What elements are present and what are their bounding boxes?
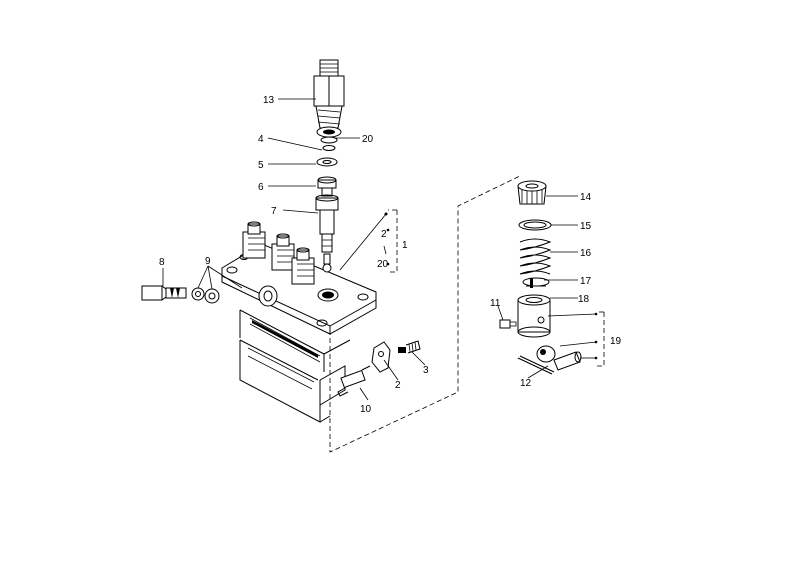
callout-7: 7 (271, 206, 277, 217)
fuel-fitting (337, 365, 371, 397)
plunger-spring (519, 238, 552, 275)
delivery-valve-holder (242, 221, 266, 259)
roller (536, 345, 556, 363)
assembly-path (329, 175, 605, 453)
delivery-valve (317, 176, 337, 197)
callout-2: 2 (395, 380, 401, 391)
plunger-barrel (315, 194, 339, 273)
tappet-cap (517, 180, 547, 205)
valve-spring (316, 126, 342, 138)
callout-18: 18 (578, 294, 590, 305)
o-ring (320, 136, 338, 151)
callout-labels: 13 4 20 5 6 7 2 1 20 8 9 2 3 10 11 12 14… (159, 95, 622, 415)
callout-4: 4 (258, 134, 264, 145)
callout-11: 11 (490, 298, 501, 309)
callout-5: 5 (258, 160, 264, 171)
callout-9: 9 (205, 256, 211, 267)
callout-20: 20 (362, 134, 374, 145)
tappet-guide-screw (499, 319, 517, 329)
roller-pin (553, 351, 582, 371)
callout-20-group: 20 (377, 259, 389, 270)
gasket (316, 157, 338, 167)
screw (398, 340, 421, 354)
callout-6: 6 (258, 182, 264, 193)
pump-housing (221, 221, 377, 423)
delivery-valve-holder (271, 233, 295, 271)
callout-12: 12 (520, 378, 532, 389)
hollow-bolt (141, 285, 187, 301)
callout-3: 3 (423, 365, 429, 376)
delivery-valve-holder-top (313, 59, 345, 129)
spring-seat (518, 219, 552, 231)
group-bracket-divider (383, 245, 387, 255)
callout-2-group: 2 (381, 229, 387, 240)
callout-17: 17 (580, 276, 592, 287)
washer (204, 288, 220, 304)
leader-lines (162, 98, 598, 401)
tappet (517, 294, 551, 338)
callout-16: 16 (580, 248, 592, 259)
callout-15: 15 (580, 221, 592, 232)
callout-1: 1 (402, 240, 408, 251)
callout-8: 8 (159, 257, 165, 268)
callout-14: 14 (580, 192, 592, 203)
washer (191, 287, 205, 301)
callout-13: 13 (263, 95, 275, 106)
callout-10: 10 (360, 404, 372, 415)
delivery-valve-holder (291, 247, 315, 285)
pin (517, 355, 555, 375)
lower-spring-seat (522, 277, 550, 288)
bracket (371, 341, 391, 373)
callout-19: 19 (610, 336, 622, 347)
